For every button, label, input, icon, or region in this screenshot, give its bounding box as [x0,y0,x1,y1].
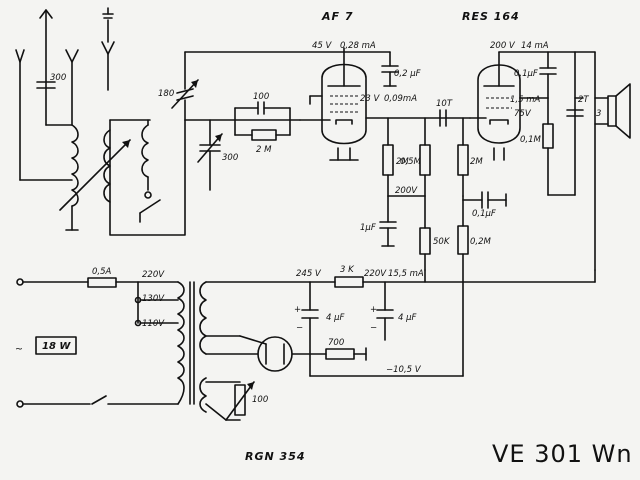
label-r02m: 0,2M [470,237,492,247]
loudspeaker-icon: 3 [594,83,631,139]
label-v105: −10,5 V [386,365,422,375]
capacitor-01uf-mid: 0,1µF [462,191,507,219]
label-v245: 245 V [296,269,322,279]
svg-text:+: + [370,305,377,315]
label-r2m-plate: 2M [396,157,409,167]
rail-45v: 45 V 0,28 mA [184,41,391,53]
tube-res164: RES 164 [462,10,549,161]
label-r50k: 50K [433,237,451,247]
filter-capacitor-right: + − 4 µF [370,281,417,341]
label-c10t: 10T [436,99,453,109]
antenna-coils [19,119,186,236]
label-c1uf: 1µF [360,223,376,233]
capacitor-01uf-top: 0,1µF 1,5 mA 75V [510,51,557,119]
label-r100: 100 [252,395,268,405]
tube-af7: AF 7 [299,10,367,161]
label-v220: 220V [364,269,387,279]
label-c180: 180 [158,89,174,99]
label-v200-top: 200 V [490,41,516,51]
coupling-capacitor-10t: 10T [436,99,453,127]
resistor-2m-plate: 2M [382,117,409,197]
svg-text:−: − [370,323,377,333]
label-res164: RES 164 [462,10,520,23]
capacitor-2t: 2T [566,95,589,117]
resistor-700: 700 [309,338,367,361]
filter-rail: 245 V 3 K 220V 15,5 mA [296,265,596,288]
label-c01uf-mid: 0,1µF [472,209,496,219]
grid-leak-100-2m: 100 2 M [234,92,291,155]
label-c01uf-top: 0,1µF [514,69,538,79]
resistor-05m: 0,5M [400,117,431,197]
label-c4uf-right: 4 µF [398,313,417,323]
label-fuse: 0,5A [92,267,112,277]
label-tap220: 220V [142,270,165,280]
filter-capacitor-left: + − 4 µF [294,281,345,377]
variable-capacitor-180: 180 [158,51,199,121]
model-label: VE 301 Wn [492,440,633,468]
label-r05m: 0,5M [400,157,422,167]
svg-text:3: 3 [596,109,601,119]
label-c300-tune: 300 [222,153,238,163]
af7-plate-line: 23 V 0,09mA [360,94,471,119]
label-c02uf: 0,2 µF [394,69,421,79]
label-v23: 23 V [360,94,381,104]
rail-200v-top: 200 V 14 mA [490,41,596,271]
label-r2m-grid: 2 M [256,145,272,155]
label-r01m: 0,1M [520,135,542,145]
label-v75: 75V [514,109,532,119]
label-i15: 1,5 mA [510,95,540,105]
resistor-2m-right: 2M [457,117,483,197]
capacitor-1uf: 1µF [360,195,397,247]
label-c4uf-left: 4 µF [326,313,345,323]
svg-text:−: − [296,323,303,333]
label-c300-antenna: 300 [50,73,66,83]
label-i009: 0,09mA [384,94,417,104]
power-rating: 18 W [42,341,71,352]
mains-input: 0,5A ~ 18 W [15,267,179,408]
label-tap130: 130V [142,294,165,304]
resistor-01m: 0,1M [520,97,576,196]
label-r700: 700 [328,338,344,348]
tilde-symbol: ~ [15,344,23,355]
label-i028: 0,28 mA [340,41,376,51]
tuning-capacitor-300: 300 [197,119,238,191]
label-r2m-right: 2M [470,157,483,167]
rectifier-rgn354: RGN 354 [239,335,311,463]
label-i155: 15,5 mA [388,269,424,279]
antenna-capacitor-300: 300 [36,73,66,89]
resistor-02m: 0,2M [457,199,492,377]
label-r3k: 3 K [340,265,355,275]
label-i14: 14 mA [521,41,549,51]
label-c100: 100 [253,92,269,102]
label-rgn354: RGN 354 [245,450,306,463]
heater-rheostat: 100 [205,381,268,421]
label-v45: 45 V [312,41,333,51]
label-af7: AF 7 [321,10,354,23]
voltage-selector: 220V 130V 110V [134,270,179,329]
capacitor-02uf: 0,2 µF [381,51,421,87]
label-tap110: 110V [142,319,165,329]
power-transformer [177,281,311,413]
label-v200-mid: 200V [395,186,418,196]
label-c2t: 2T [578,95,589,105]
bus-200v: 200V 50K [387,186,451,271]
svg-text:+: + [294,305,301,315]
antenna-terminals [15,7,115,181]
bias-rail: −10,5 V [309,365,464,377]
